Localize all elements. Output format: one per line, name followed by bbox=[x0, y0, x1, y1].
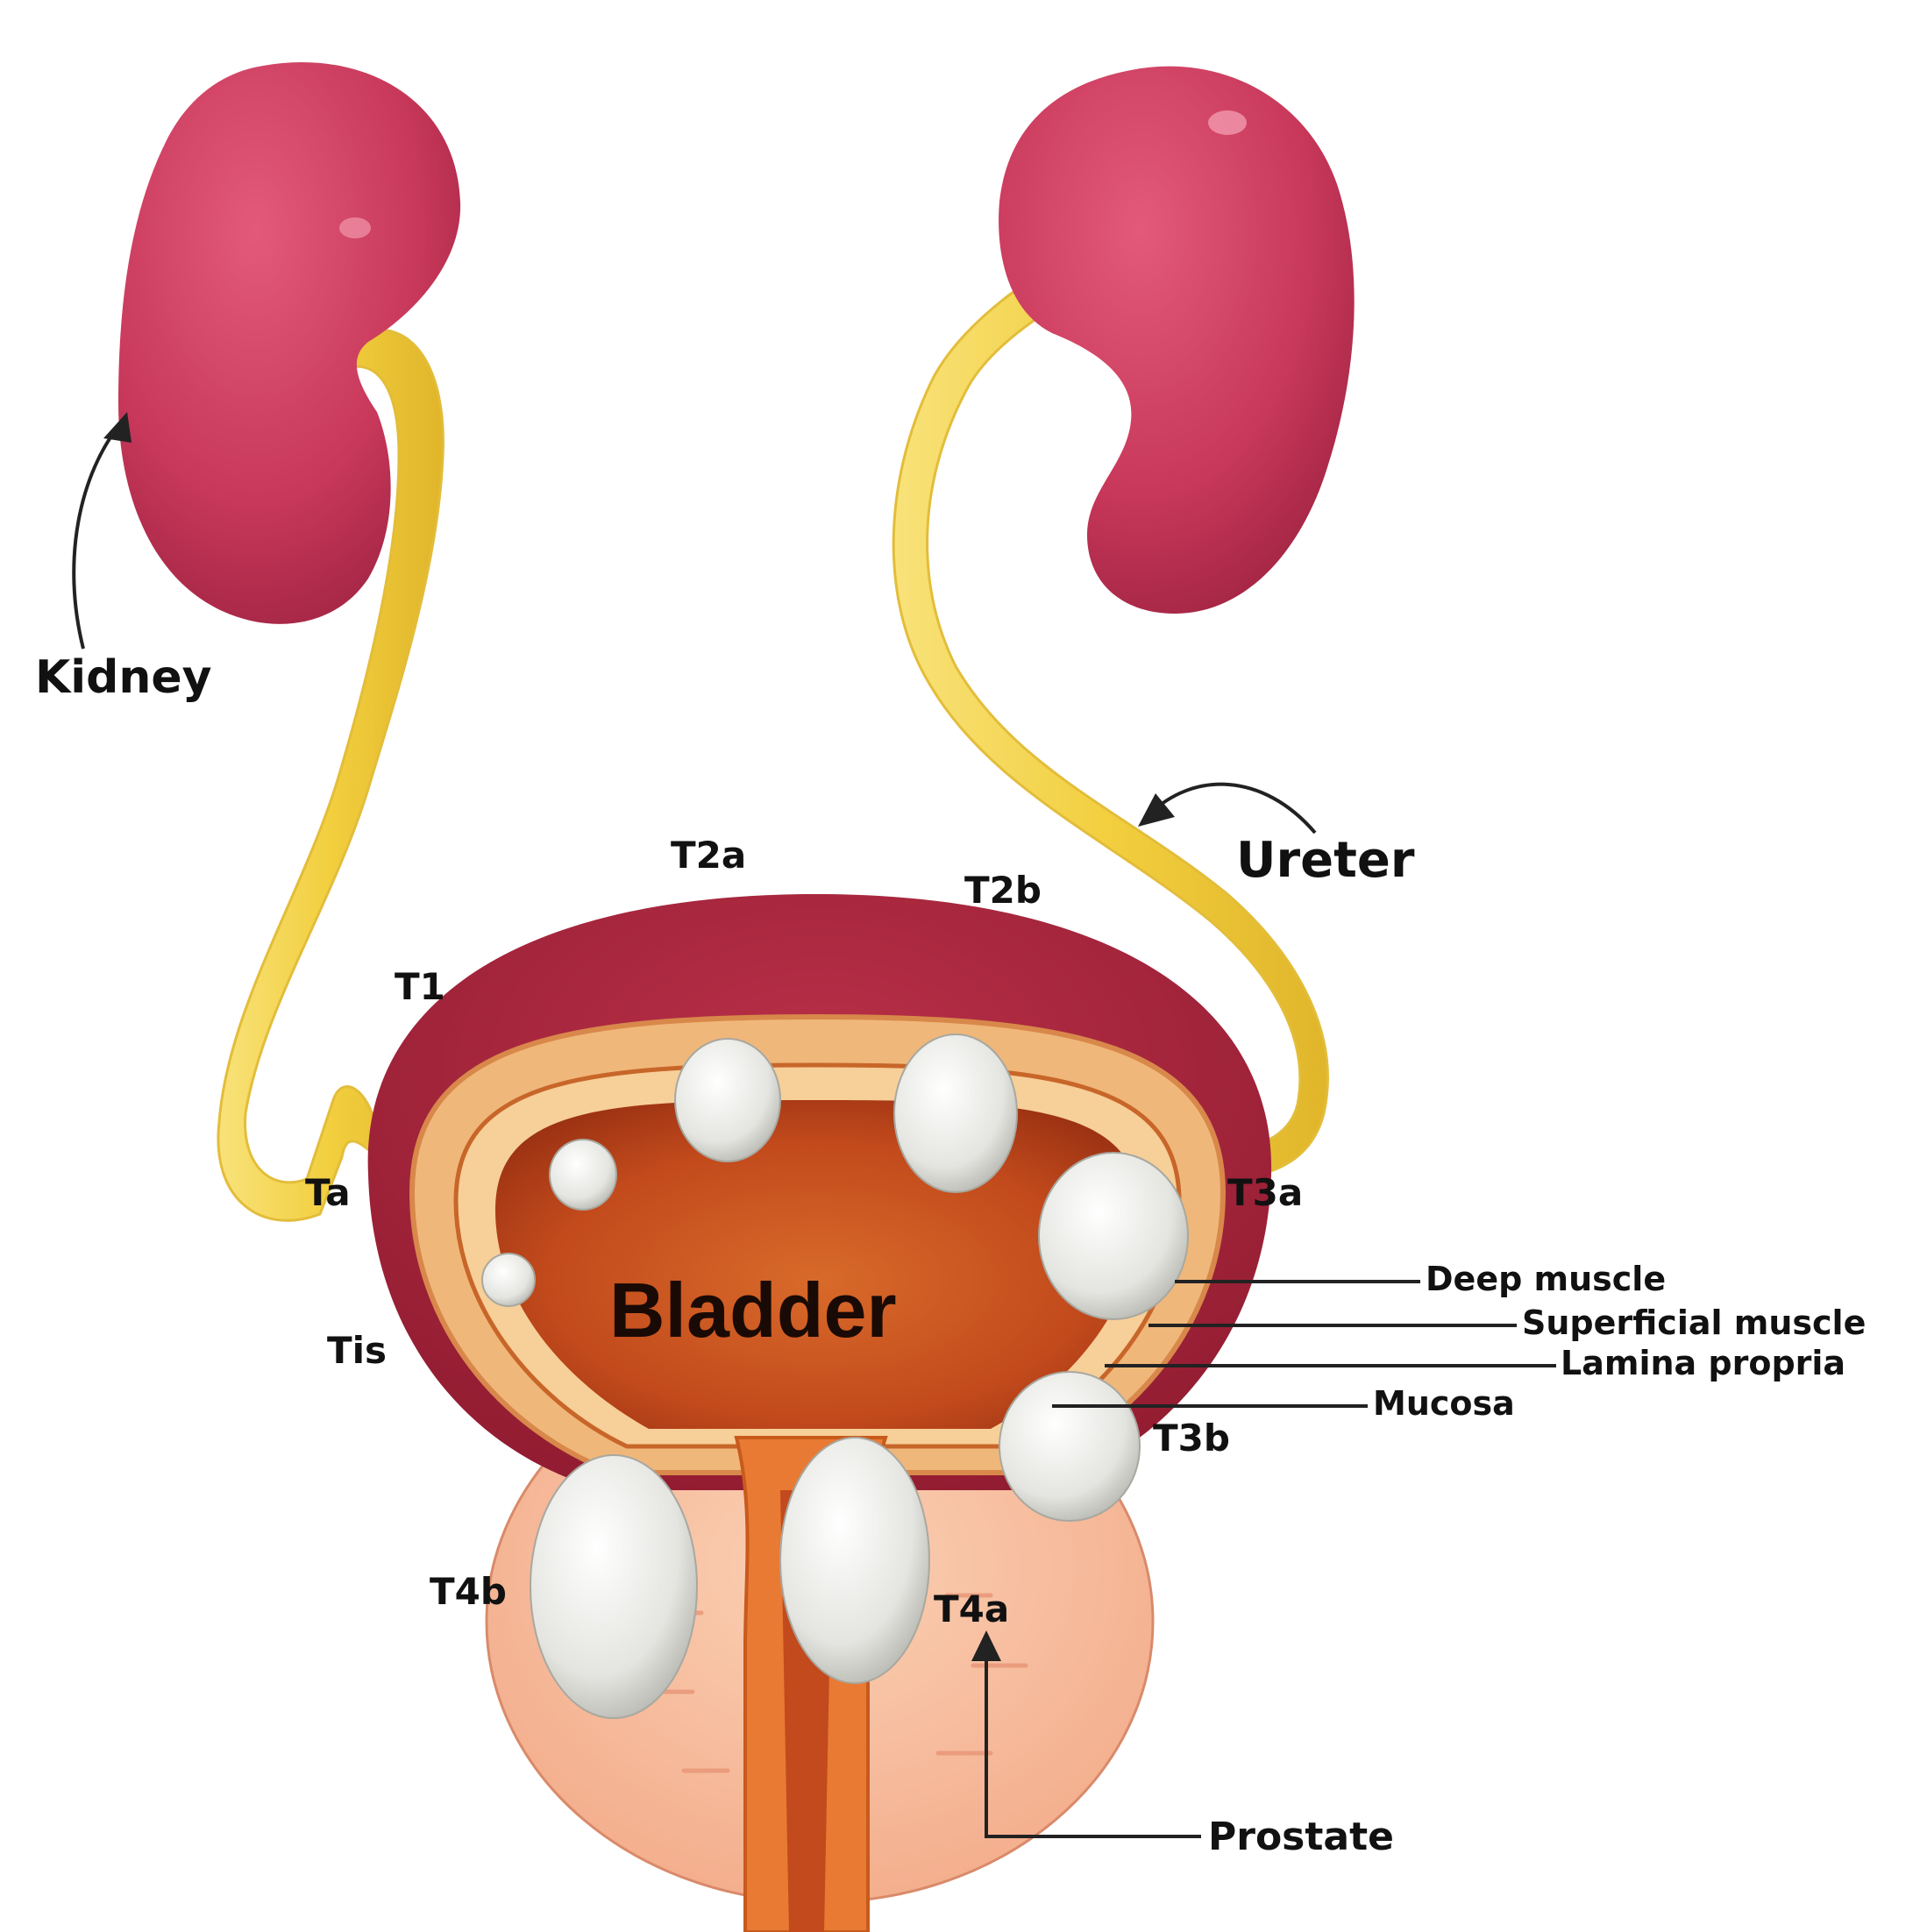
right-kidney bbox=[999, 66, 1355, 614]
lamina-propria-label: Lamina propria bbox=[1561, 1344, 1845, 1382]
leader-lines bbox=[72, 412, 1556, 1838]
prostate-label: Prostate bbox=[1208, 1815, 1394, 1859]
stage-t2b-label: T2b bbox=[964, 869, 1042, 912]
stage-t4b-label: T4b bbox=[430, 1570, 507, 1613]
bladder-label: Bladder bbox=[609, 1267, 897, 1353]
superficial-muscle-label: Superficial muscle bbox=[1522, 1303, 1866, 1342]
ureter-label: Ureter bbox=[1236, 832, 1415, 889]
left-kidney bbox=[118, 61, 461, 624]
stage-t3a-label: T3a bbox=[1227, 1171, 1303, 1214]
stage-t3b-label: T3b bbox=[1153, 1417, 1230, 1460]
stage-t2a-label: T2a bbox=[671, 834, 746, 877]
mucosa-label: Mucosa bbox=[1373, 1384, 1515, 1423]
tumor-masses bbox=[481, 1033, 1189, 1719]
stage-t4a-label: T4a bbox=[934, 1588, 1009, 1630]
deep-muscle-label: Deep muscle bbox=[1426, 1260, 1666, 1298]
stage-tis-label: Tis bbox=[327, 1329, 387, 1372]
stage-t1-label: T1 bbox=[395, 965, 445, 1008]
stage-ta-label: Ta bbox=[305, 1171, 351, 1214]
kidney-label: Kidney bbox=[35, 651, 212, 704]
